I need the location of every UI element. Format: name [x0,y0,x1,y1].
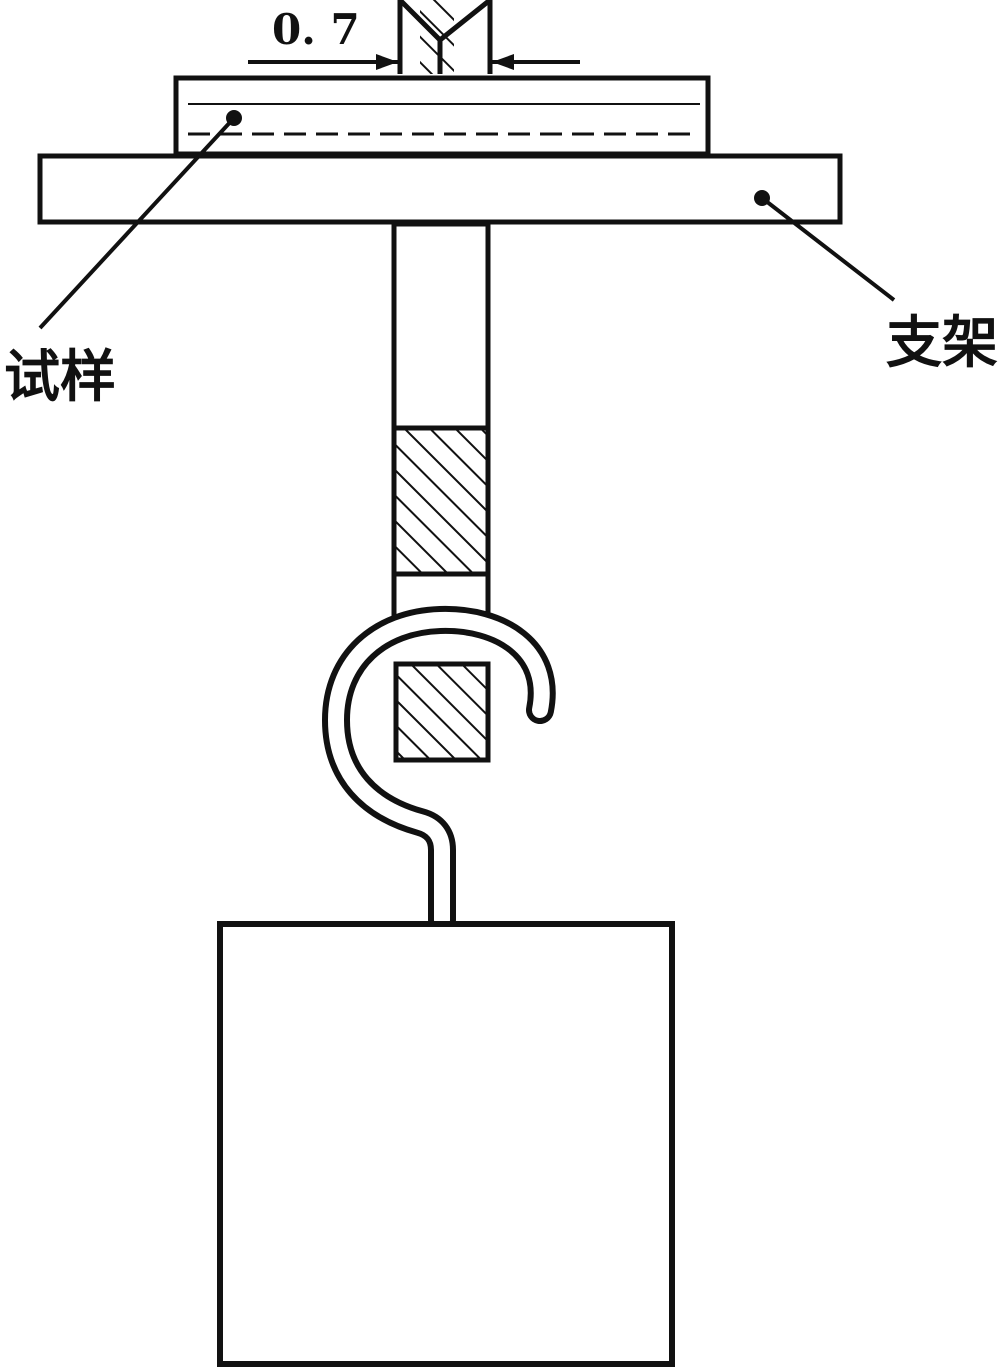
dimension-arrow-right [492,54,514,70]
dimension-arrow-left [376,54,398,70]
sample-leader-line [38,116,236,330]
top-clamp [397,0,493,74]
hook-inner [327,611,550,928]
hook [321,605,556,934]
sample-label: 试样 [4,344,116,410]
sample-outline [173,75,711,157]
rod-hatched-block [391,425,491,577]
dimension-label: 0. 7 [272,5,360,54]
bracket-label: 支架 [886,310,998,376]
bracket-bar [37,153,843,225]
bracket-leader-line [760,196,896,302]
sample-plate [173,75,711,157]
dimension-annotation: 0. 7 [248,5,580,70]
sample-leader [38,110,242,330]
rod-hatched-tip [393,661,491,763]
rod [391,221,491,763]
weight-block [217,921,675,1367]
top-clamp-outline [397,0,493,74]
bracket-leader [754,190,896,302]
rod-upper [391,221,491,431]
